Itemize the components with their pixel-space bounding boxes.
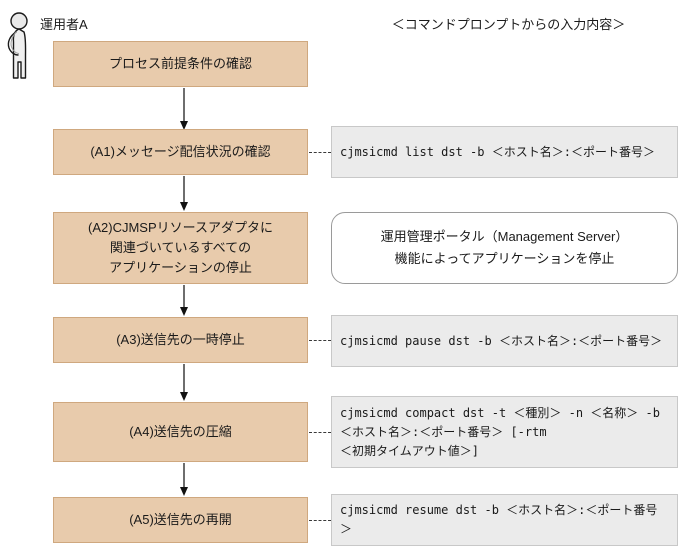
process-label-line: (A2)CJMSPリソースアダプタに bbox=[88, 220, 273, 235]
flow-arrow bbox=[180, 176, 189, 211]
command-box-a4: cjmsicmd compact dst -t ＜種別＞ -n ＜名称＞ -b … bbox=[331, 396, 678, 468]
process-box-a4[interactable]: (A4)送信先の圧縮 bbox=[53, 402, 308, 462]
command-box-a1: cjmsicmd list dst -b ＜ホスト名＞:＜ポート番号＞ bbox=[331, 126, 678, 178]
command-column-header: ＜コマンドプロンプトからの入力内容＞ bbox=[391, 17, 626, 32]
command-box-a3: cjmsicmd pause dst -b ＜ホスト名＞:＜ポート番号＞ bbox=[331, 315, 678, 367]
process-label-line: (A4)送信先の圧縮 bbox=[129, 424, 232, 439]
process-label-line: アプリケーションの停止 bbox=[109, 260, 252, 275]
process-label-line: プロセス前提条件の確認 bbox=[108, 56, 252, 71]
process-box-a1[interactable]: (A1)メッセージ配信状況の確認 bbox=[53, 129, 308, 175]
command-line: cjmsicmd pause dst -b ＜ホスト名＞:＜ポート番号＞ bbox=[340, 333, 663, 348]
process-box-a2[interactable]: (A2)CJMSPリソースアダプタに 関連づいているすべての アプリケーションの… bbox=[53, 212, 308, 284]
dashed-connector-a3 bbox=[309, 340, 331, 341]
person-standing-icon bbox=[2, 12, 40, 84]
flow-arrow bbox=[180, 285, 189, 316]
note-line: 運用管理ポータル（Management Server） bbox=[380, 229, 629, 244]
flow-arrow bbox=[180, 88, 189, 130]
command-box-a5: cjmsicmd resume dst -b ＜ホスト名＞:＜ポート番号＞ bbox=[331, 494, 678, 546]
command-line: ＜ホスト名＞:＜ポート番号＞ [-rtm bbox=[340, 424, 547, 439]
process-box-a3[interactable]: (A3)送信先の一時停止 bbox=[53, 317, 308, 363]
dashed-connector-a5 bbox=[309, 520, 331, 521]
note-box-a2: 運用管理ポータル（Management Server） 機能によってアプリケーシ… bbox=[331, 212, 678, 284]
command-line: cjmsicmd list dst -b ＜ホスト名＞:＜ポート番号＞ bbox=[340, 144, 655, 159]
flow-arrow bbox=[180, 364, 189, 401]
dashed-connector-a4 bbox=[309, 432, 331, 433]
process-box-a5[interactable]: (A5)送信先の再開 bbox=[53, 497, 308, 543]
command-line: ＜初期タイムアウト値＞] bbox=[340, 443, 479, 458]
process-box-start[interactable]: プロセス前提条件の確認 bbox=[53, 41, 308, 87]
process-label-line: (A1)メッセージ配信状況の確認 bbox=[90, 144, 271, 159]
process-label-line: 関連づいているすべての bbox=[109, 240, 252, 255]
process-label-line: (A5)送信先の再開 bbox=[129, 512, 232, 527]
process-label-line: (A3)送信先の一時停止 bbox=[116, 332, 245, 347]
note-line: 機能によってアプリケーションを停止 bbox=[394, 251, 615, 266]
command-line: cjmsicmd compact dst -t ＜種別＞ -n ＜名称＞ -b bbox=[340, 405, 660, 420]
actor-label: 運用者A bbox=[40, 17, 88, 32]
command-line: cjmsicmd resume dst -b ＜ホスト名＞:＜ポート番号＞ bbox=[340, 503, 658, 536]
flow-arrow bbox=[180, 463, 189, 496]
dashed-connector-a1 bbox=[309, 152, 331, 153]
